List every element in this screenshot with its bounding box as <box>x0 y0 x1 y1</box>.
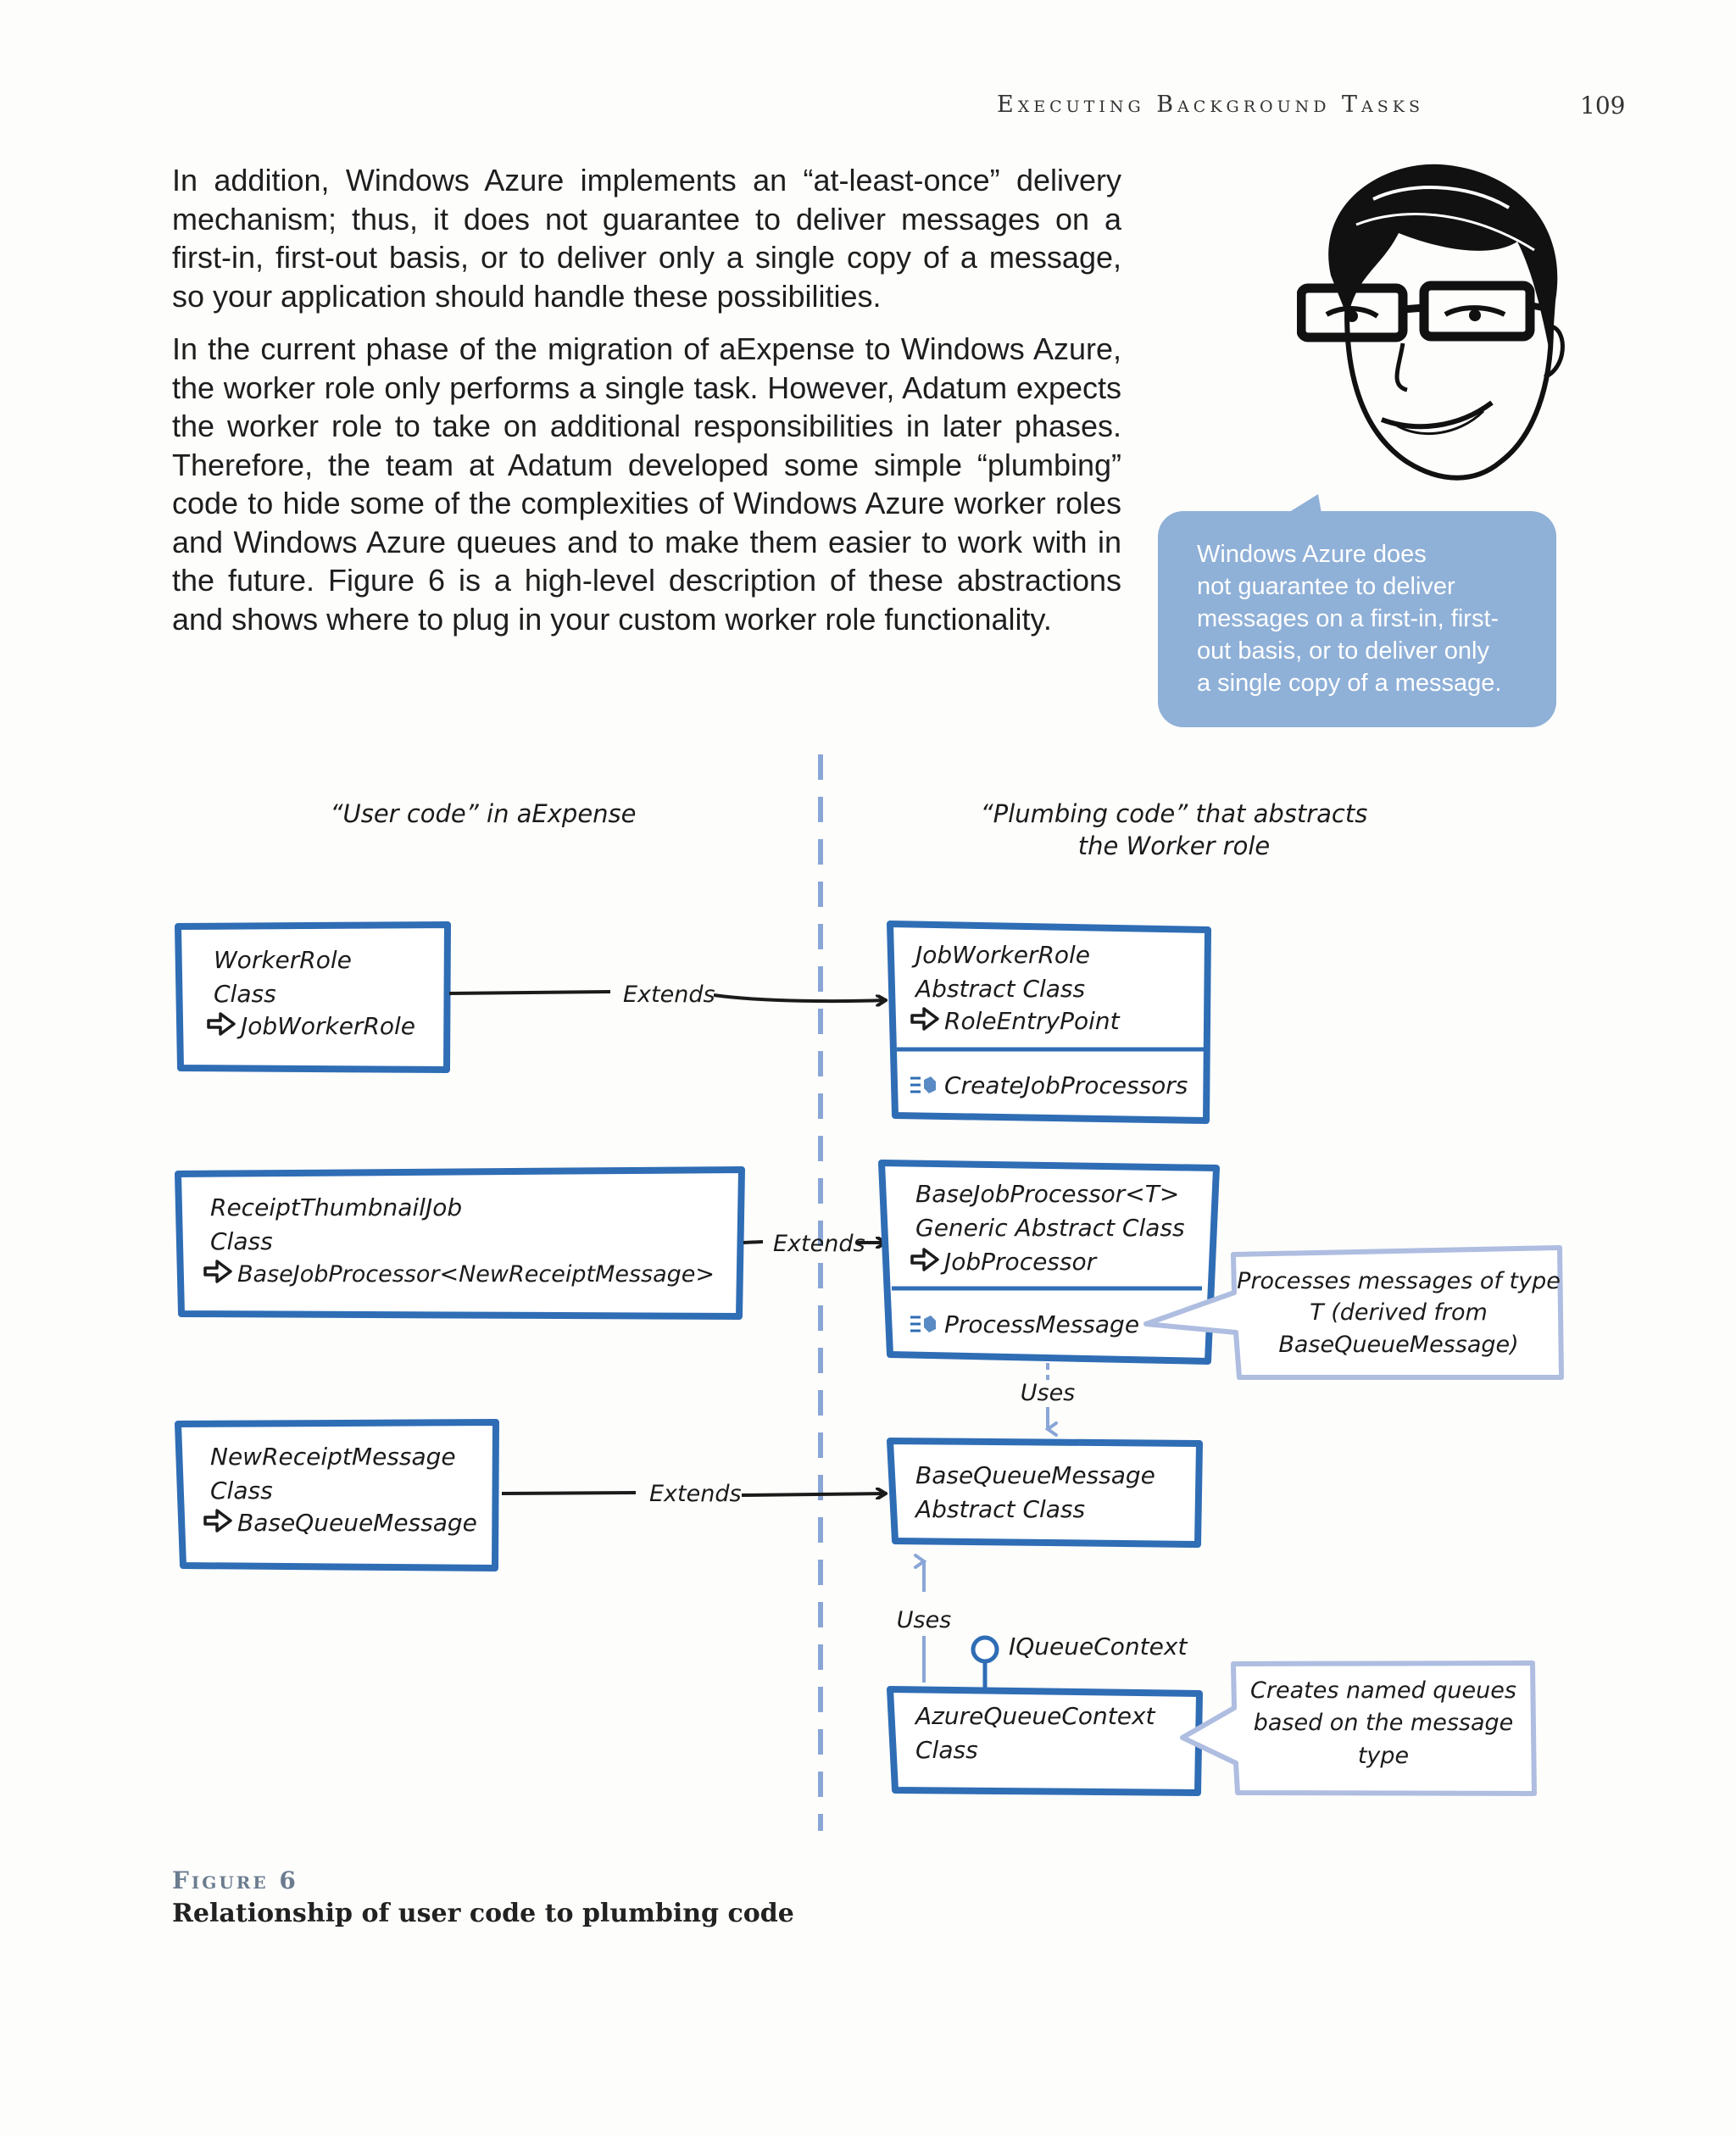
left-heading: “User code” in aExpense <box>330 799 636 828</box>
worker-role-box: WorkerRole Class JobWorkerRole <box>175 921 451 1073</box>
page-number: 109 <box>1580 92 1626 120</box>
right-heading-line-1: “Plumbing code” that abstracts <box>981 799 1368 828</box>
class-name: NewReceiptMessage <box>210 1443 456 1471</box>
job-worker-role-box: JobWorkerRole Abstract Class RoleEntryPo… <box>887 921 1211 1124</box>
new-receipt-message-box: NewReceiptMessage Class BaseQueueMessage <box>175 1419 499 1571</box>
method-name: ProcessMessage <box>944 1310 1139 1338</box>
class-kind: Class <box>915 1736 978 1764</box>
face-illustration <box>1297 164 1565 481</box>
class-name: WorkerRole <box>214 946 352 974</box>
callout-bubble: Windows Azure does not guarantee to deli… <box>1158 511 1556 727</box>
class-name: ReceiptThumbnailJob <box>210 1193 462 1221</box>
note-line: Processes messages of type <box>1237 1268 1561 1294</box>
note-line: based on the message <box>1254 1710 1514 1736</box>
callout-line: a single copy of a message. <box>1197 670 1502 697</box>
base-class: BaseQueueMessage <box>237 1509 477 1537</box>
process-message-note: Processes messages of type T (derived fr… <box>1143 1245 1564 1380</box>
class-diagram: “User code” in aExpense “Plumbing code” … <box>175 754 1564 1831</box>
class-kind: Class <box>210 1227 273 1255</box>
uses-label: Uses <box>897 1607 952 1633</box>
class-name: BaseJobProcessor<T> <box>915 1180 1179 1208</box>
callout-line: Windows Azure does <box>1197 541 1427 568</box>
note-line: BaseQueueMessage) <box>1278 1332 1518 1358</box>
paragraph-1: In addition, Windows Azure implements an… <box>172 163 1121 314</box>
extends-label: Extends <box>649 1481 742 1507</box>
callout-text: Windows Azure does not guarantee to deli… <box>1197 538 1536 699</box>
base-class: RoleEntryPoint <box>944 1007 1121 1035</box>
class-kind: Generic Abstract Class <box>915 1214 1185 1242</box>
interface-lollipop <box>971 1635 999 1664</box>
method-name: CreateJobProcessors <box>944 1071 1188 1099</box>
uses-label: Uses <box>1021 1380 1076 1406</box>
figure-label: Figure 6 <box>172 1866 298 1894</box>
receipt-thumbnail-job-box: ReceiptThumbnailJob Class BaseJobProcess… <box>175 1166 745 1320</box>
extends-label: Extends <box>773 1231 865 1257</box>
class-kind: Class <box>214 980 276 1008</box>
class-kind: Abstract Class <box>914 1495 1085 1523</box>
azure-queue-context-box: AzureQueueContext Class <box>887 1686 1203 1796</box>
paragraph-2: In the current phase of the migration of… <box>172 331 1121 637</box>
class-kind: Abstract Class <box>914 975 1085 1003</box>
class-kind: Class <box>210 1477 273 1505</box>
interface-name: IQueueContext <box>1009 1633 1188 1660</box>
base-class: BaseJobProcessor<NewReceiptMessage> <box>237 1261 715 1288</box>
class-name: BaseQueueMessage <box>915 1461 1155 1489</box>
figure-caption: Relationship of user code to plumbing co… <box>172 1899 794 1928</box>
base-job-processor-box: BaseJobProcessor<T> Generic Abstract Cla… <box>878 1160 1220 1365</box>
class-name: AzureQueueContext <box>914 1702 1156 1730</box>
right-heading-line-2: the Worker role <box>1078 832 1271 860</box>
callout-line: out basis, or to deliver only <box>1197 637 1489 665</box>
note-line: type <box>1358 1743 1409 1769</box>
callout-line: messages on a first-in, first- <box>1197 605 1500 632</box>
queue-context-note: Creates named queues based on the messag… <box>1180 1660 1537 1796</box>
note-line: T (derived from <box>1310 1299 1488 1326</box>
callout-line: not guarantee to deliver <box>1197 573 1455 600</box>
extends-label: Extends <box>623 982 715 1008</box>
base-class: JobProcessor <box>940 1248 1098 1276</box>
running-header: Executing Background Tasks <box>997 92 1424 118</box>
base-class: JobWorkerRole <box>236 1012 415 1040</box>
base-queue-message-box: BaseQueueMessage Abstract Class <box>887 1438 1203 1548</box>
class-name: JobWorkerRole <box>911 941 1090 969</box>
note-line: Creates named queues <box>1250 1677 1516 1704</box>
